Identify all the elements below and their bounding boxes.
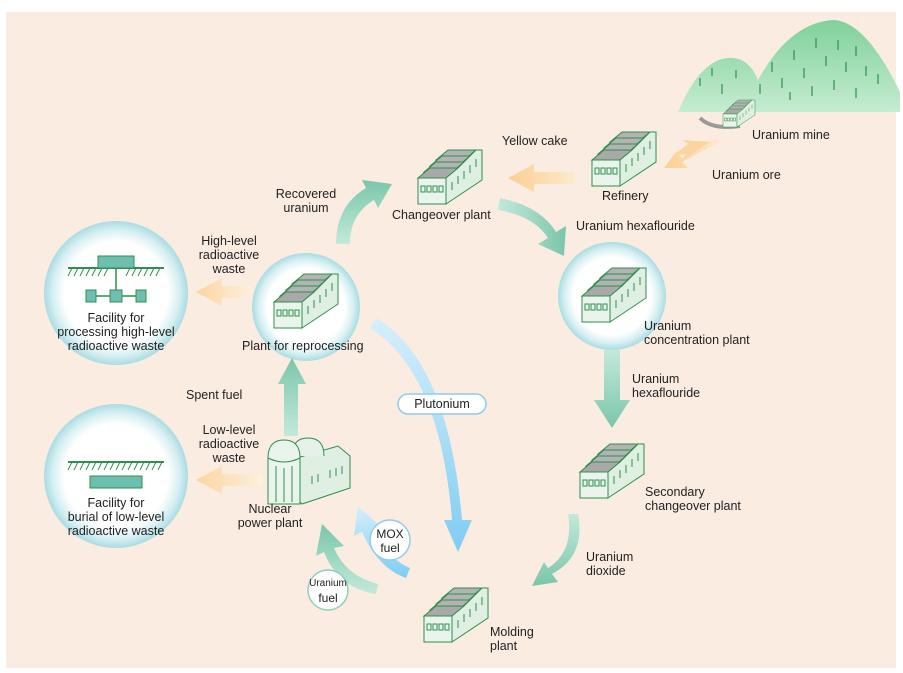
facility-high-label-1: Facility for: [87, 311, 145, 325]
mox-fuel-badge: [369, 519, 411, 561]
facility-low-label-2: burial of low-level: [67, 510, 165, 524]
secondary-changeover-label-2: changeover plant: [645, 499, 741, 513]
high-level-waste-label-1: High-level: [201, 234, 257, 248]
low-level-waste-label-3: waste: [212, 451, 246, 465]
secondary-changeover-label-1: Secondary: [645, 485, 705, 499]
high-level-waste-label-3: waste: [212, 262, 246, 276]
uranium-dioxide-label-2: dioxide: [586, 564, 626, 578]
concentration-plant-label-2: concentration plant: [644, 333, 750, 347]
plant-for-reprocessing-label: Plant for reprocessing: [242, 339, 364, 353]
uranium-hexaflouride-2-label-2: hexaflouride: [632, 386, 701, 400]
changeover-plant-label: Changeover plant: [392, 208, 491, 222]
cycle-arrows: [196, 138, 720, 594]
uranium-mine-label: Uranium mine: [752, 128, 830, 142]
mox-fuel-label-1: MOX: [376, 527, 404, 541]
mox-fuel-label-2: fuel: [380, 541, 400, 555]
uranium-fuel-badge: [307, 569, 349, 611]
uranium-hexaflouride-label: Uranium hexaflouride: [576, 219, 695, 233]
nuclear-power-plant-label-1: Nuclear: [248, 502, 292, 516]
uranium-hexaflouride-2-label-1: Uranium: [632, 372, 680, 386]
facility-low-label-1: Facility for: [87, 496, 145, 510]
plutonium-badge: [397, 393, 487, 415]
molding-plant-label-2: plant: [490, 639, 518, 653]
concentration-plant-label-1: Uranium: [644, 319, 692, 333]
low-level-waste-label-1: Low-level: [202, 423, 256, 437]
recovered-uranium-label-2: uranium: [283, 201, 329, 215]
plutonium-label: Plutonium: [414, 397, 470, 411]
uranium-fuel-label-2: fuel: [318, 591, 338, 605]
facility-high-label-2: processing high-level: [57, 325, 175, 339]
nuclear-power-plant-label-2: power plant: [237, 516, 303, 530]
facility-high-label-3: radioactive waste: [67, 339, 165, 353]
uranium-fuel-label-1: Uranium: [309, 578, 347, 589]
high-level-waste-label-2: radioactive: [198, 248, 260, 262]
secondary-changeover-building: [579, 443, 645, 499]
yellow-cake-label: Yellow cake: [502, 134, 568, 148]
uranium-mine-illustration: [678, 20, 900, 129]
uranium-dioxide-label-1: Uranium: [586, 550, 634, 564]
refinery-label: Refinery: [602, 189, 649, 203]
uranium-ore-label: Uranium ore: [712, 168, 781, 182]
nuclear-power-plant-building: [267, 437, 351, 505]
low-level-waste-label-2: radioactive: [198, 437, 260, 451]
molding-plant-building: [423, 587, 489, 643]
refinery-building: [591, 131, 657, 187]
changeover-plant-building: [417, 149, 483, 205]
high-level-facility-icon: [67, 255, 164, 303]
facility-low-label-3: radioactive waste: [67, 524, 165, 538]
molding-plant-label-1: Molding: [490, 625, 534, 639]
low-level-facility-icon: [67, 461, 164, 489]
spent-fuel-label: Spent fuel: [186, 388, 243, 402]
recovered-uranium-label-1: Recovered: [275, 187, 337, 201]
